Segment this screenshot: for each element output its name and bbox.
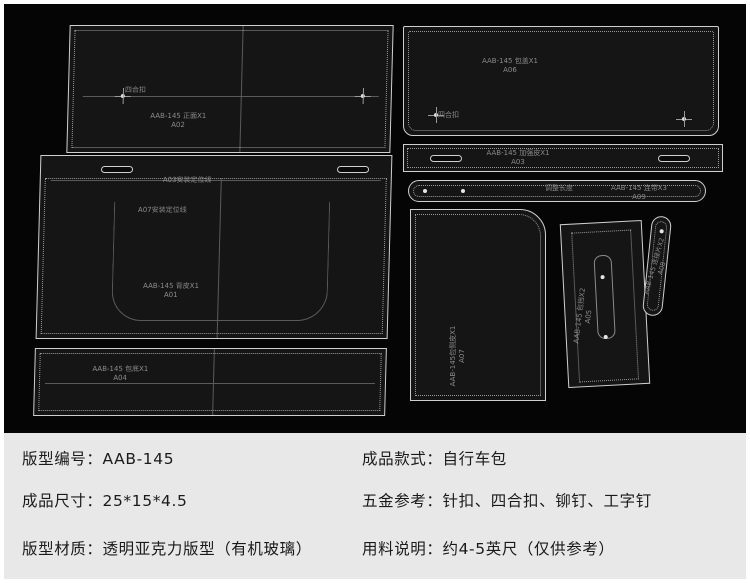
spec-panel: 版型编号：AAB-145 成品款式：自行车包 成品尺寸：25*15*4.5 五金…: [4, 433, 746, 579]
piece-a03: AAB-145 加强皮X1 A03: [403, 144, 723, 172]
template-photo: 四合扣 AAB-145 正面X1 A02 四合扣 AAB-145 包盖X1 A0…: [4, 4, 746, 433]
piece-a01: A03安装定位线 A07安装定位线 AAB-145 背皮X1 A01: [35, 155, 393, 339]
piece-note: 四合扣: [438, 111, 459, 119]
strap-slot: [430, 155, 462, 162]
spec-material: 版型材质：透明亚克力版型（有机玻璃）: [22, 540, 312, 558]
piece-name: AAB-145 加强皮X1: [486, 149, 550, 157]
a03-guide-note: A03安装定位线: [162, 176, 212, 184]
piece-a05: AAB-145 包挡X2 A05: [559, 219, 651, 389]
snap-mark: [428, 107, 444, 123]
stitch-line: [415, 214, 541, 396]
rivet-hole: [423, 189, 427, 193]
spec-product-style: 成品款式：自行车包: [362, 450, 507, 468]
rivet-hole: [461, 189, 465, 193]
piece-name: AAB-145 正面X1: [150, 112, 207, 120]
snap-mark: [676, 111, 692, 127]
piece-label: AAB-145 连带X3 A09: [599, 184, 679, 202]
piece-code: A07: [457, 349, 466, 363]
spec-leather-usage: 用料说明：约4-5英尺（仅供参考）: [362, 540, 615, 558]
piece-a04: AAB-145 包底X1 A04: [33, 348, 387, 416]
piece-a09: 调整长度 AAB-145 连带X3 A09: [408, 180, 706, 202]
piece-code: A02: [171, 120, 186, 129]
piece-label: AAB-145 背皮X1 A01: [126, 282, 216, 300]
piece-label: AAB-145 包底X1 A04: [75, 365, 165, 383]
piece-label: AAB-145 连接片X2 A08: [639, 226, 677, 307]
piece-a07: AAB-145包侧皮X1 A07: [410, 209, 546, 401]
center-line: [239, 26, 244, 152]
piece-label: AAB-145 包盖X1 A06: [470, 57, 550, 75]
strap-slot: [336, 166, 370, 173]
guide-line: [44, 383, 375, 384]
piece-name: AAB-145包侧皮X1: [449, 325, 457, 387]
piece-code: A03: [511, 157, 525, 166]
piece-code: A09: [632, 192, 646, 201]
spec-size: 成品尺寸：25*15*4.5: [22, 492, 188, 510]
spec-model-number: 版型编号：AAB-145: [22, 450, 175, 468]
piece-name: AAB-145 包底X1: [92, 365, 149, 373]
a03-guide-line: [50, 180, 381, 181]
snap-mark: [355, 88, 371, 104]
strap-slot: [658, 155, 690, 162]
piece-label: AAB-145 正面X1 A02: [138, 112, 218, 130]
strap-slot: [100, 166, 134, 173]
piece-code: A01: [163, 290, 178, 299]
center-line: [212, 349, 215, 415]
piece-name: AAB-145 包盖X1: [482, 57, 538, 65]
slot-outline: [593, 254, 616, 340]
piece-a06: 四合扣 AAB-145 包盖X1 A06: [403, 26, 719, 136]
piece-code: A06: [503, 65, 517, 74]
piece-a02: 四合扣 AAB-145 正面X1 A02: [66, 25, 394, 153]
piece-label: AAB-145 加强皮X1 A03: [478, 149, 558, 167]
piece-note: 调整长度: [545, 184, 573, 192]
piece-name: AAB-145 连带X3: [611, 184, 667, 192]
piece-name: AAB-145 背皮X1: [142, 282, 200, 290]
piece-label: AAB-145 包挡X2 A05: [571, 275, 598, 357]
piece-note: 四合扣: [124, 86, 147, 94]
piece-code: A04: [113, 373, 128, 382]
spec-hardware: 五金参考：针扣、四合扣、铆钉、工字钉: [362, 492, 652, 510]
piece-a08: AAB-145 连接片X2 A08: [641, 215, 673, 317]
a07-guide-note: A07安装定位线: [137, 206, 187, 214]
piece-label: AAB-145包侧皮X1 A07: [449, 316, 467, 396]
